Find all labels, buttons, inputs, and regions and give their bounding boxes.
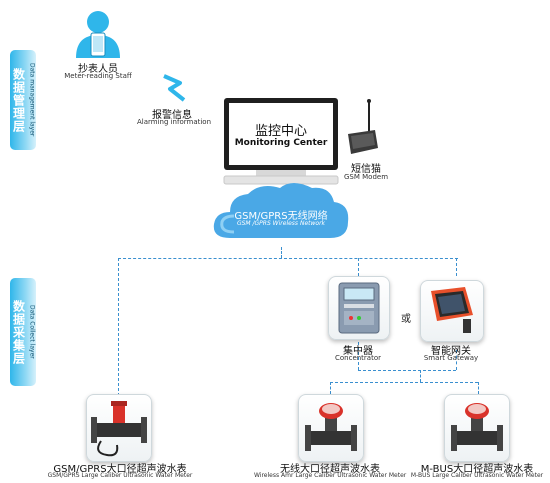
connector-lower-horizontal (358, 370, 456, 371)
management-layer-label: 数据管理层 Data management layer (10, 50, 36, 150)
connector-to-concentrator (358, 258, 359, 276)
mbus-water-meter-icon (451, 403, 503, 451)
gateway-label-zh: 智能网关 (431, 346, 471, 357)
connector-main-horizontal (118, 258, 458, 259)
wireless-network-cloud-icon (213, 183, 349, 238)
meter3-label-zh: M-BUS大口径超声波水表 (420, 464, 534, 475)
meter-reading-staff-icon (76, 11, 120, 58)
management-layer-zh: 数据管理层 (11, 67, 26, 133)
wireless-meter-box (298, 394, 364, 462)
meter2-label-en: Wireless Amr Large Caliber Ultrasonic Wa… (254, 472, 407, 479)
smart-gateway-icon (431, 287, 473, 333)
collect-layer-label: 数据采集层 Data Collect layer (10, 278, 36, 386)
meter1-label-en: GSM/GPRS Large Caliber Ultrasonic Water … (47, 472, 193, 479)
alarm-label-en: Alarming information (136, 118, 212, 126)
gprs-water-meter-icon (91, 401, 147, 457)
alarm-signal-icon (163, 74, 186, 102)
meter2-label-zh: 无线大口径超声波水表 (280, 464, 380, 475)
concentrator-icon (338, 282, 380, 334)
connector-meters-horizontal (330, 382, 478, 383)
connector-concentrator-down (358, 342, 359, 370)
or-label: 或 (401, 314, 411, 325)
monitor-icon (223, 98, 339, 185)
wireless-water-meter-icon (305, 403, 357, 451)
alarm-label-zh: 报警信息 (152, 110, 192, 121)
connector-to-meter3 (478, 382, 479, 394)
connector-to-meter1 (118, 258, 119, 396)
staff-label-en: Meter-reading Staff (64, 72, 132, 80)
management-layer-en: Data management layer (28, 63, 36, 137)
connector-to-meter2 (330, 382, 331, 394)
monitor-label-zh: 监控中心 (254, 124, 307, 139)
connector-gateway-down (456, 350, 457, 370)
gprs-meter-box (86, 394, 152, 462)
meter1-label-zh: GSM/GPRS大口径超声波水表 (53, 464, 187, 475)
meter3-label-en: M-BUS Large Caliber Ultrasonic Water Met… (410, 472, 544, 479)
network-subtitle: GSM /GPRS Wireless Network (236, 220, 326, 227)
connector-meters-up (420, 370, 421, 382)
gsm-modem-icon (348, 99, 378, 154)
mbus-meter-box (444, 394, 510, 462)
staff-label-zh: 抄表人员 (78, 64, 118, 75)
modem-label-en: GSM Modem (343, 173, 389, 181)
collect-layer-zh: 数据采集层 (11, 299, 26, 365)
monitor-label-en: Monitoring Center (234, 138, 328, 148)
connector-cloud-down (281, 247, 282, 258)
concentrator-label-zh: 集中器 (343, 346, 373, 357)
concentrator-box (328, 276, 390, 340)
gateway-box (420, 280, 484, 342)
concentrator-label-en: Concentrator (334, 354, 382, 362)
network-title: GSM/GPRS无线网络 (234, 211, 328, 222)
connector-to-gateway (456, 258, 457, 276)
collect-layer-en: Data Collect layer (28, 305, 36, 359)
gateway-label-en: Smart Gateway (423, 354, 479, 362)
modem-label-zh: 短信猫 (351, 164, 381, 175)
